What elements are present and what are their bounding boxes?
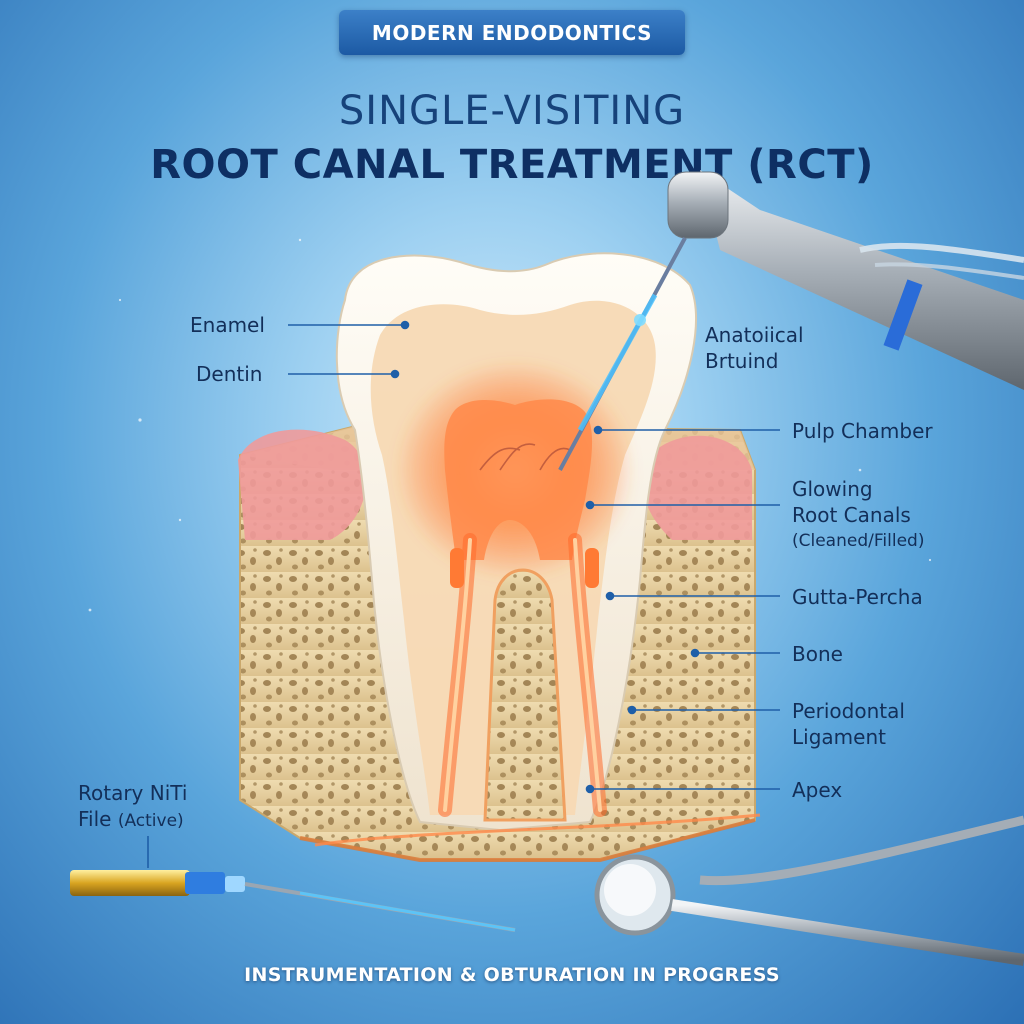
dental-mirror-and-explorer: [594, 815, 1024, 966]
label-rotary-line2: File: [78, 807, 112, 831]
label-rotary-line2-row: File (Active): [78, 806, 187, 834]
label-apex: Apex: [792, 778, 843, 802]
label-root-canals-line2: Root Canals: [792, 503, 911, 527]
label-root-canals: Glowing Root Canals (Cleaned/Filled): [792, 476, 924, 554]
label-rotary-line1: Rotary NiTi: [78, 781, 188, 805]
page-title-line1: SINGLE-VISITING: [338, 88, 686, 134]
label-anatomical: Anatoiical Brtuind: [705, 322, 804, 374]
page-title-line2: ROOT CANAL TREATMENT (RCT): [150, 142, 874, 188]
label-root-canals-line3: (Cleaned/Filled): [792, 531, 925, 551]
label-pulp-chamber: Pulp Chamber: [792, 419, 933, 443]
label-enamel: Enamel: [190, 313, 265, 337]
label-gutta-percha: Gutta-Percha: [792, 585, 923, 609]
dental-handpiece: [558, 170, 1024, 471]
label-periodontal-line2: Ligament: [792, 725, 886, 749]
header-badge: MODERN ENDODONTICS: [339, 10, 685, 55]
label-anatomical-line1: Anatoiical: [705, 323, 804, 347]
label-periodontal-ligament: Periodontal Ligament: [792, 698, 905, 750]
label-bone: Bone: [792, 642, 843, 666]
footer-caption: INSTRUMENTATION & OBTURATION IN PROGRESS: [244, 964, 780, 986]
label-anatomical-line2: Brtuind: [705, 349, 779, 373]
label-root-canals-line1: Glowing: [792, 477, 873, 501]
label-rotary-note: (Active): [117, 811, 184, 831]
label-dentin: Dentin: [196, 362, 263, 386]
label-rotary-niti-file: Rotary NiTi File (Active): [78, 780, 187, 834]
leader-lines: [147, 320, 780, 868]
rotary-niti-file: [70, 870, 516, 932]
label-periodontal-line1: Periodontal: [792, 699, 905, 723]
tooth: [314, 252, 761, 847]
